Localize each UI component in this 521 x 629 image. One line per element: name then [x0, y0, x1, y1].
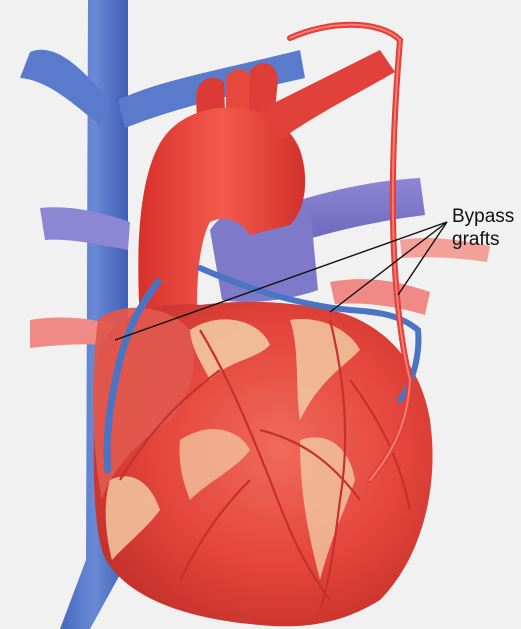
bypass-label-line1: Bypass: [452, 205, 521, 228]
leader-line-3: [398, 222, 447, 295]
bypass-label-line2: grafts: [452, 228, 521, 251]
bypass-grafts-label: Bypass grafts: [452, 205, 521, 251]
pulmonary-artery-right: [300, 178, 425, 240]
